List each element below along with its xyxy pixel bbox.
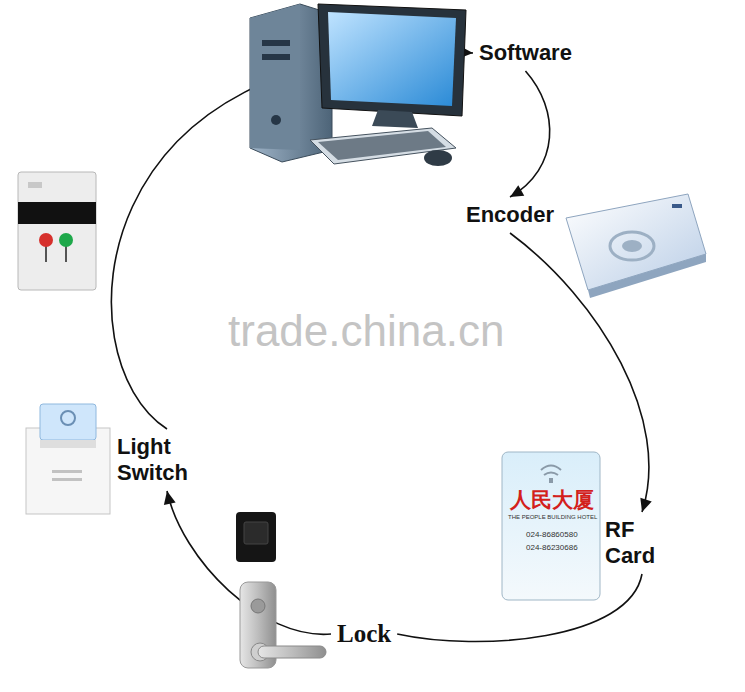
component-name: Encoder	[466, 202, 554, 228]
arrow-head	[164, 491, 176, 505]
cycle-arrow	[510, 71, 550, 197]
watermark-box: trade.china.cn	[228, 306, 504, 356]
control-unit-illustration	[18, 172, 96, 290]
lock-illustration	[236, 512, 326, 668]
component-name: Light Switch	[117, 434, 217, 486]
phone-number-box: 024-86860580	[526, 530, 578, 539]
component-name: RF Card	[605, 517, 679, 569]
hotel-name-english: THE PEOPLE BUILDING HOTEL	[508, 514, 597, 520]
light-switch-illustration	[26, 404, 110, 514]
phone-number: 024-86860580	[526, 530, 578, 539]
rf-card-illustration	[502, 452, 600, 600]
arrow-head	[640, 498, 651, 512]
component-label: Encoder	[463, 200, 557, 230]
hotel-name: 人民大厦	[510, 486, 594, 514]
watermark: trade.china.cn	[228, 306, 504, 356]
computer-illustration	[250, 4, 466, 166]
component-label: RF Card	[602, 515, 682, 571]
phone-number: 024-86230686	[526, 543, 578, 552]
component-label: Software	[476, 38, 575, 68]
component-label: Lock	[334, 618, 394, 650]
hotel-name-box: 人民大厦	[510, 486, 594, 514]
phone-number-box: 024-86230686	[526, 543, 578, 552]
encoder-illustration	[566, 194, 706, 298]
component-label: Light Switch	[114, 432, 220, 488]
component-name: Software	[479, 40, 572, 66]
component-name: Lock	[337, 620, 391, 648]
hotel-name-english-box: THE PEOPLE BUILDING HOTEL	[508, 514, 597, 520]
arrow-head	[510, 185, 524, 197]
